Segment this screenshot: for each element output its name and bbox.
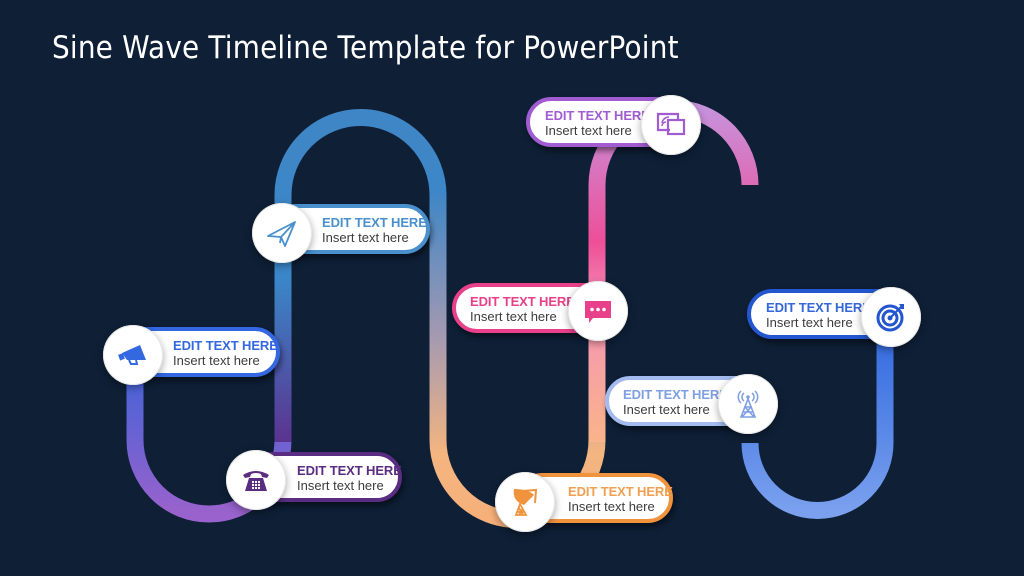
- milestone-body[interactable]: Insert text here: [173, 353, 260, 368]
- radio-tower-icon: [737, 390, 759, 418]
- milestone-heading[interactable]: EDIT TEXT HERE: [297, 463, 402, 478]
- milestone-body[interactable]: Insert text here: [322, 230, 409, 245]
- milestone-icon-circle-8: [861, 287, 921, 347]
- target-icon: [876, 304, 904, 332]
- milestone-heading[interactable]: EDIT TEXT HERE: [766, 300, 871, 315]
- milestone-icon-circle-7: [718, 374, 778, 434]
- milestone-icon-circle-2: [252, 203, 312, 263]
- screen-cast-icon: [656, 112, 686, 136]
- milestone-body[interactable]: Insert text here: [545, 123, 632, 138]
- milestone-heading[interactable]: EDIT TEXT HERE: [623, 387, 728, 402]
- milestone-icon-circle-1: [103, 325, 163, 385]
- milestone-heading[interactable]: EDIT TEXT HERE: [173, 338, 278, 353]
- milestone-heading[interactable]: EDIT TEXT HERE: [568, 484, 673, 499]
- milestone-icon-circle-4: [568, 281, 628, 341]
- megaphone-icon: [118, 345, 146, 365]
- milestone-body[interactable]: Insert text here: [568, 499, 655, 514]
- milestone-body[interactable]: Insert text here: [623, 402, 710, 417]
- milestone-body[interactable]: Insert text here: [766, 315, 853, 330]
- milestone-heading[interactable]: EDIT TEXT HERE: [545, 108, 650, 123]
- milestone-icon-circle-3: [226, 450, 286, 510]
- milestone-body[interactable]: Insert text here: [470, 309, 557, 324]
- paper-plane-icon: [267, 221, 296, 247]
- milestone-icon-circle-5: [495, 472, 555, 532]
- milestone-icon-circle-6: [641, 95, 701, 155]
- milestone-heading[interactable]: EDIT TEXT HERE: [470, 294, 575, 309]
- chat-bubble-icon: [585, 301, 611, 323]
- milestone-heading[interactable]: EDIT TEXT HERE: [322, 215, 427, 230]
- milestone-body[interactable]: Insert text here: [297, 478, 384, 493]
- slide-title: Sine Wave Timeline Template for PowerPoi…: [52, 30, 679, 66]
- satellite-dish-icon: [513, 488, 538, 516]
- telephone-icon: [243, 471, 269, 491]
